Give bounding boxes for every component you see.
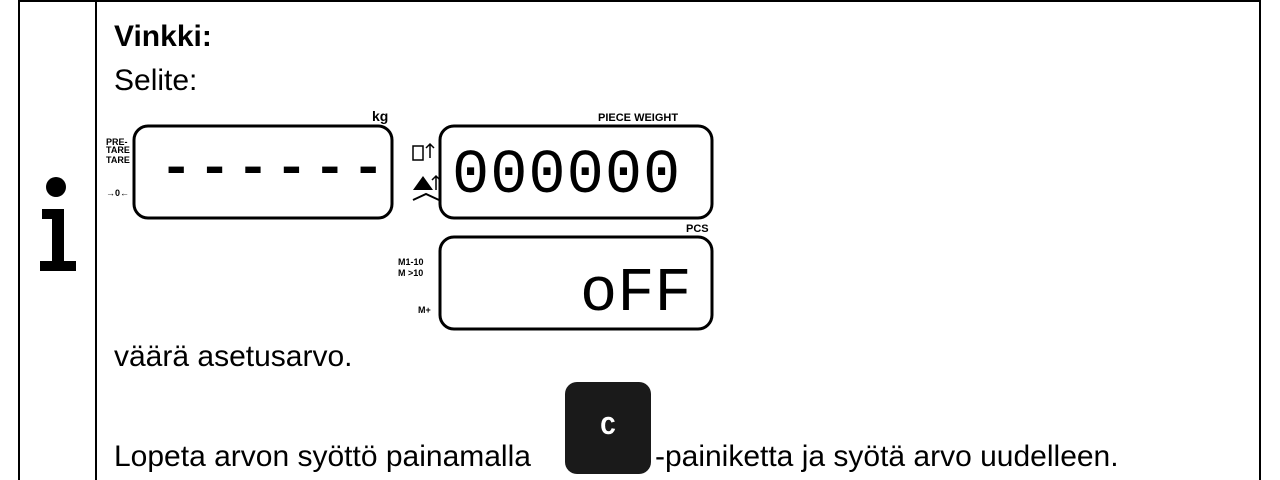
piece-weight-lcd-frame [438,124,714,220]
instruction-before: Lopeta arvon syöttö painamalla [114,440,531,473]
weight-value: ------ [160,140,391,201]
tare-label-1: TARE [106,145,130,155]
pcs-label: PCS [686,223,709,235]
note-title: Vinkki: [114,20,212,53]
note-instruction: Lopeta arvon syöttö painamalla -painikett… [114,440,1119,474]
tare-label-2: TARE [106,155,130,165]
piece-weight-icons [412,142,440,201]
note-subtitle: Selite: [114,64,198,97]
note-description: väärä asetusarvo. [114,340,353,373]
c-key-label: C [600,412,616,442]
pcs-value: oFF [580,258,692,329]
piece-weight-label: PIECE WEIGHT [598,112,679,124]
piece-weight-value: 000000 [452,140,682,211]
weight-lcd-frame [132,124,394,220]
zero-label: →0← [106,188,130,198]
info-icon [40,177,76,271]
pretare-label: PRE- [106,137,128,147]
c-key[interactable]: C [565,382,651,474]
note-frame [18,0,1261,480]
m10-label: M >10 [398,268,424,278]
m110-label: M1-10 [398,257,424,267]
instruction-after: -painiketta ja syötä arvo uudelleen. [654,440,1119,473]
frame-divider [95,0,97,480]
weight-unit-label: kg [372,108,389,124]
mplus-label: M+ [418,305,431,315]
pcs-lcd-frame [438,235,714,331]
